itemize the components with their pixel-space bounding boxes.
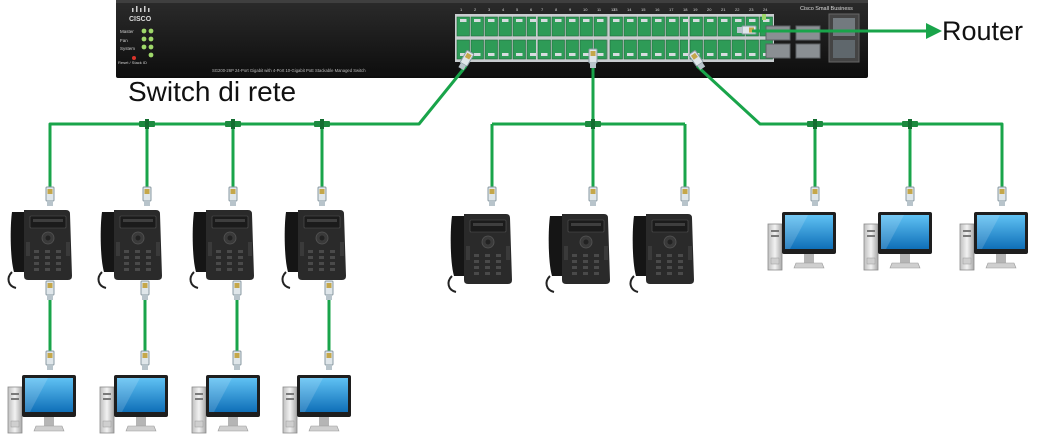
port-number: 13 [613,7,618,12]
port-number: 23 [749,7,754,12]
port-number: 11 [597,7,602,12]
switch-connector-2 [588,48,598,69]
network-switch: CISCO Master Fan System Reset / Stack ID… [116,0,868,78]
port-number: 8 [555,7,558,12]
port-number: 19 [693,7,698,12]
ip-phone-3-icon [189,209,255,289]
port-number: 21 [721,7,726,12]
port-number: 9 [569,7,572,12]
ethernet-port [731,39,745,60]
port-number: 12 [611,7,616,12]
ip-phone-6-icon [545,213,611,293]
ip-phone-2-icon [97,209,163,289]
port-number: 6 [530,7,533,12]
ethernet-port [498,39,512,60]
led-label-system: System [120,46,135,51]
ip-phone-1-icon [7,209,73,289]
ethernet-port [703,39,717,60]
switch-brand: CISCO [129,16,152,23]
computer-6-icon [863,211,933,271]
computer-5-icon [767,211,837,271]
ethernet-port [665,39,679,60]
port-number: 2 [474,7,477,12]
switch-series: Cisco Small Business [800,6,853,12]
port-number: 7 [541,7,544,12]
ip-phone-7-icon [629,213,695,293]
router-arrow-icon [926,23,942,39]
ethernet-port [609,39,623,60]
port-number: 14 [627,7,632,12]
ethernet-port [512,39,526,60]
computer-1-icon [7,374,77,434]
status-leds: Master Fan System Reset / Stack ID [118,28,154,65]
cisco-logo: CISCO [129,6,152,23]
led-label-fan: Fan [120,38,128,43]
port-number: 15 [641,7,646,12]
computer-3-icon [191,374,261,434]
ethernet-port [637,39,651,60]
port-number: 5 [516,7,519,12]
ethernet-port [623,39,637,60]
port-number: 17 [669,7,674,12]
computer-7-icon [959,211,1029,271]
computer-4-icon [282,374,352,434]
port-number: 16 [655,7,660,12]
computer-2-icon [99,374,169,434]
ethernet-port [551,39,565,60]
switch-model-text: SG200-26P 24-Port Gigabit with 4-Port 10… [212,68,366,73]
ethernet-port [717,39,731,60]
router-label: Router [942,16,1024,46]
ethernet-port [651,39,665,60]
cable-group-3-trunk [695,64,1004,195]
ip-phones [7,209,695,293]
switch-label: Switch di rete [128,76,297,107]
ethernet-port [537,39,551,60]
port-number: 22 [735,7,740,12]
led-label-master: Master [120,29,134,34]
port-number: 18 [683,7,688,12]
ethernet-port [565,39,579,60]
ethernet-port [745,39,759,60]
sfp-ports [762,13,860,63]
ip-phone-4-icon [281,209,347,289]
port-number: 10 [583,7,588,12]
port-number: 20 [707,7,712,12]
led-label-reset: Reset / Stack ID [118,60,147,65]
port-number: 24 [763,7,768,12]
ethernet-port [484,39,498,60]
ip-phone-5-icon [447,213,513,293]
port-number: 4 [502,7,505,12]
ethernet-ports [455,14,774,62]
port-number: 3 [488,7,491,12]
port-number: 1 [460,7,463,12]
